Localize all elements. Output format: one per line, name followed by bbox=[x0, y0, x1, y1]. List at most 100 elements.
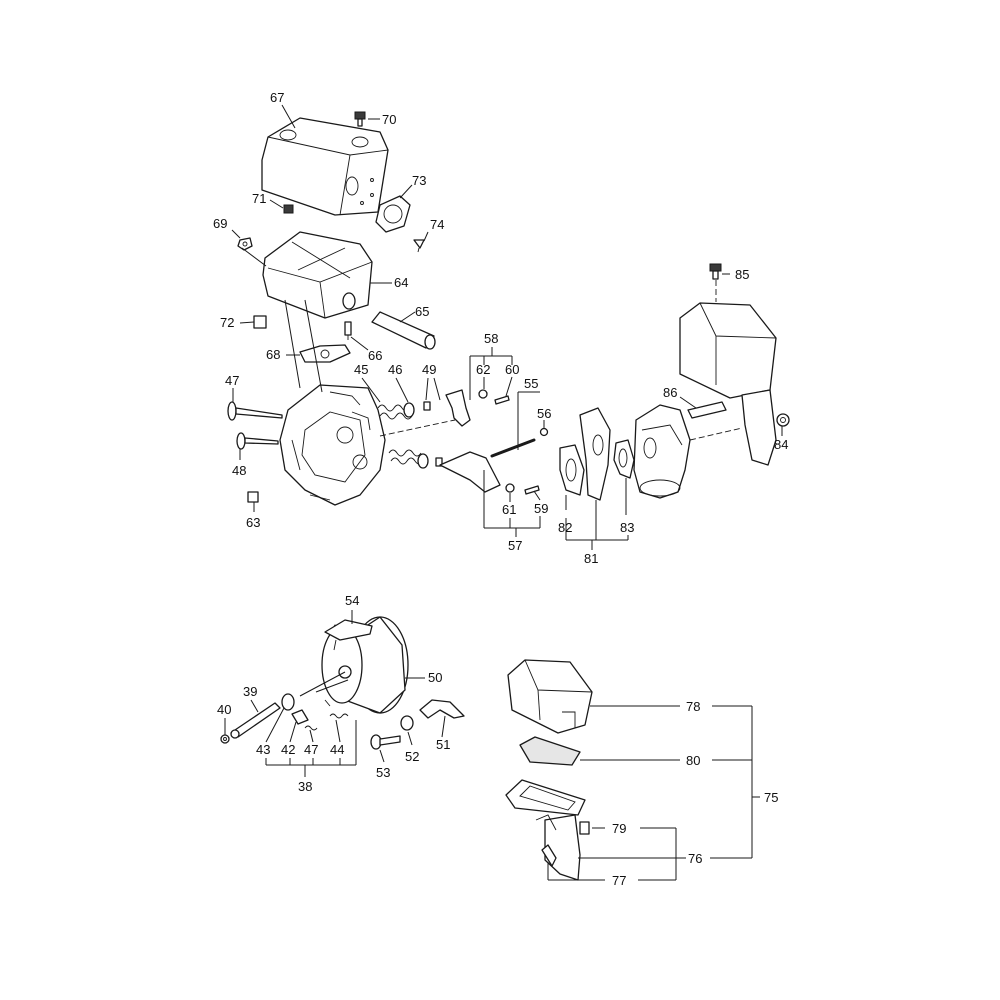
insulator-81 bbox=[579, 407, 611, 501]
callout-45: 45 bbox=[354, 362, 368, 377]
valve-47 bbox=[227, 401, 283, 421]
retainer-46 bbox=[403, 402, 429, 469]
nut-62 bbox=[478, 389, 488, 399]
bracket-57 bbox=[439, 451, 501, 493]
screw-79 bbox=[579, 821, 590, 835]
exhaust-pipe-65 bbox=[371, 311, 436, 350]
nut-84 bbox=[776, 413, 790, 427]
callout-39: 39 bbox=[243, 684, 257, 699]
callout-40: 40 bbox=[217, 702, 231, 717]
rod-55 bbox=[490, 438, 536, 458]
callout-76: 76 bbox=[688, 851, 702, 866]
snap-ring-43 bbox=[281, 693, 295, 711]
callout-70: 70 bbox=[382, 112, 396, 127]
lever-42 bbox=[291, 709, 309, 725]
screw-74 bbox=[413, 239, 425, 253]
gasket-82 bbox=[559, 444, 585, 496]
callout-51: 51 bbox=[436, 737, 450, 752]
callout-83: 83 bbox=[620, 520, 634, 535]
callout-73: 73 bbox=[412, 173, 426, 188]
keeper-49 bbox=[423, 401, 443, 467]
muffler bbox=[262, 231, 373, 319]
screw-60 bbox=[494, 395, 510, 405]
callout-77: 77 bbox=[612, 873, 626, 888]
callout-47: 47 bbox=[225, 373, 239, 388]
callout-48: 48 bbox=[232, 463, 246, 478]
bolt-85 bbox=[709, 263, 722, 302]
callout-79: 79 bbox=[612, 821, 626, 836]
callout-66: 66 bbox=[368, 348, 382, 363]
air-cleaner-body bbox=[679, 302, 777, 466]
spring-52 bbox=[400, 715, 414, 731]
callout-63: 63 bbox=[246, 515, 260, 530]
callout-53: 53 bbox=[376, 765, 390, 780]
callout-71: 71 bbox=[252, 191, 266, 206]
callout-44: 44 bbox=[330, 742, 344, 757]
spring-47b bbox=[304, 725, 318, 731]
stud-66 bbox=[344, 321, 352, 340]
callout-84: 84 bbox=[774, 437, 788, 452]
callout-46: 46 bbox=[388, 362, 402, 377]
nut-69 bbox=[237, 237, 253, 251]
camshaft-gear-50 bbox=[321, 616, 409, 714]
bolt-70 bbox=[354, 111, 366, 127]
callout-58: 58 bbox=[484, 331, 498, 346]
callout-67: 67 bbox=[270, 90, 284, 105]
callout-42: 42 bbox=[281, 742, 295, 757]
callout-69: 69 bbox=[213, 216, 227, 231]
callout-72: 72 bbox=[220, 315, 234, 330]
screw-59 bbox=[524, 485, 540, 495]
callout-81: 81 bbox=[584, 551, 598, 566]
bracket-58 bbox=[445, 389, 471, 427]
callout-68: 68 bbox=[266, 347, 280, 362]
gasket-83 bbox=[613, 439, 635, 479]
callout-62: 62 bbox=[476, 362, 490, 377]
bolt-63 bbox=[247, 491, 259, 503]
callout-55: 55 bbox=[524, 376, 538, 391]
callout-60: 60 bbox=[505, 362, 519, 377]
bracket-54 bbox=[324, 619, 373, 641]
callout-59: 59 bbox=[534, 501, 548, 516]
bolt-72 bbox=[253, 315, 267, 329]
shaft-39 bbox=[230, 702, 281, 739]
gasket-68 bbox=[299, 344, 351, 363]
clip-77 bbox=[541, 844, 557, 867]
air-filter-cover-78 bbox=[507, 659, 593, 734]
callout-57: 57 bbox=[508, 538, 522, 553]
cam-51 bbox=[419, 699, 465, 719]
callout-64: 64 bbox=[394, 275, 408, 290]
leader-lines bbox=[224, 104, 783, 881]
callout-65: 65 bbox=[415, 304, 429, 319]
carburetor bbox=[633, 404, 691, 499]
callout-86: 86 bbox=[663, 385, 677, 400]
callout-50: 50 bbox=[428, 670, 442, 685]
callout-43: 43 bbox=[256, 742, 270, 757]
nut-56 bbox=[539, 427, 549, 437]
callout-labels: 67 70 71 73 74 69 64 65 72 66 68 58 62 6… bbox=[213, 90, 788, 888]
callout-56: 56 bbox=[537, 406, 551, 421]
callout-75: 75 bbox=[764, 790, 778, 805]
washer-40 bbox=[220, 734, 230, 744]
callout-78: 78 bbox=[686, 699, 700, 714]
spring-44 bbox=[329, 713, 349, 719]
callout-49: 49 bbox=[422, 362, 436, 377]
gasket-73 bbox=[375, 195, 411, 233]
callout-61: 61 bbox=[502, 502, 516, 517]
callout-52: 52 bbox=[405, 749, 419, 764]
valve-spring-45 bbox=[377, 404, 424, 465]
callout-47b: 47 bbox=[304, 742, 318, 757]
valve-48 bbox=[236, 432, 279, 450]
cylinder-block bbox=[279, 384, 386, 506]
tappet-53 bbox=[370, 734, 401, 750]
callout-85: 85 bbox=[735, 267, 749, 282]
nut-61 bbox=[505, 483, 515, 493]
callout-82: 82 bbox=[558, 520, 572, 535]
filter-element-80 bbox=[519, 736, 581, 766]
callout-54: 54 bbox=[345, 593, 359, 608]
air-cleaner-base-76 bbox=[505, 779, 586, 881]
callout-74: 74 bbox=[430, 217, 444, 232]
pipe-86 bbox=[687, 401, 727, 419]
bolt-71 bbox=[283, 204, 294, 214]
callout-80: 80 bbox=[686, 753, 700, 768]
